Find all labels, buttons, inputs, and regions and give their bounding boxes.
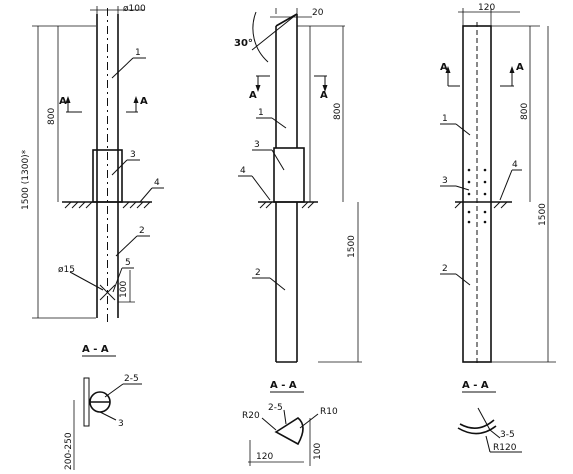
left-100-dim-label: 100 [119, 281, 129, 298]
right-section-title: A - A [462, 380, 489, 391]
left-section-title: A - A [82, 344, 109, 355]
left-ground-hatch [64, 201, 151, 209]
right-section-mark-a2: A [516, 62, 524, 73]
mid-top-dim-label: 20 [312, 8, 324, 18]
left-hole-label: ø15 [58, 265, 75, 275]
left-section-mark-a1: A [59, 96, 67, 107]
mid-section-label-r10: R10 [320, 407, 338, 417]
right-section-mark-a1: A [440, 62, 448, 73]
right-top-dim-label: 120 [478, 3, 495, 13]
middle-view: 20 30° 800 1500 A A 1 2 3 4 [234, 8, 362, 466]
left-label-5: 5 [125, 258, 131, 268]
right-1500-dim-label: 1500 [538, 203, 548, 226]
mid-section-shape [274, 417, 304, 446]
mid-section-mark-a2: A [320, 90, 328, 101]
left-label-3: 3 [130, 150, 136, 160]
mid-label-2: 2 [255, 268, 261, 278]
left-800-dim-label: 800 [47, 108, 57, 125]
right-label-3: 3 [442, 176, 448, 186]
mid-section-label-2-5: 2-5 [268, 403, 283, 413]
right-label-1: 1 [442, 114, 448, 124]
left-hole-line2 [99, 284, 116, 301]
mid-section-dim-h: 120 [256, 452, 273, 462]
right-bolts [467, 168, 487, 224]
right-section-label-r120: R120 [493, 443, 517, 453]
right-section-arc-inner [459, 419, 495, 429]
left-top-dim-label: ø100 [123, 4, 146, 14]
right-view: 120 800 1500 A A 1 2 3 4 A - A [440, 3, 556, 453]
mid-section-dim-v: 100 [313, 443, 323, 460]
mid-angle-label: 30° [234, 38, 253, 49]
mid-section-mark-a1: A [249, 90, 257, 101]
right-800-dim-label: 800 [520, 103, 530, 120]
right-section-label-3-5: 3-5 [500, 430, 515, 440]
mid-label-4: 4 [240, 166, 246, 176]
mid-section-label-r20: R20 [242, 411, 260, 421]
left-view: ø100 1500 (1300)* 800 100 A A 1 2 3 4 [21, 4, 164, 470]
left-total-dim-label: 1500 (1300)* [21, 149, 31, 210]
right-label-4: 4 [512, 160, 518, 170]
left-label-1: 1 [135, 48, 141, 58]
left-section-label-3: 3 [118, 419, 124, 429]
mid-label-1: 1 [258, 108, 264, 118]
mid-sleeve [273, 147, 305, 203]
right-section-arc [457, 425, 497, 435]
left-label-4: 4 [154, 178, 160, 188]
mid-section-title: A - A [270, 380, 297, 391]
mid-angle-arc [252, 11, 269, 63]
left-section-dim: 200-250 [64, 432, 74, 470]
left-section-label-2-5: 2-5 [124, 374, 139, 384]
mid-label-3: 3 [254, 140, 260, 150]
mid-800-dim-label: 800 [333, 103, 343, 120]
left-section-mark-a2: A [140, 96, 148, 107]
left-label-2: 2 [139, 226, 145, 236]
right-label-2: 2 [442, 264, 448, 274]
mid-1500-dim-label: 1500 [347, 235, 357, 258]
